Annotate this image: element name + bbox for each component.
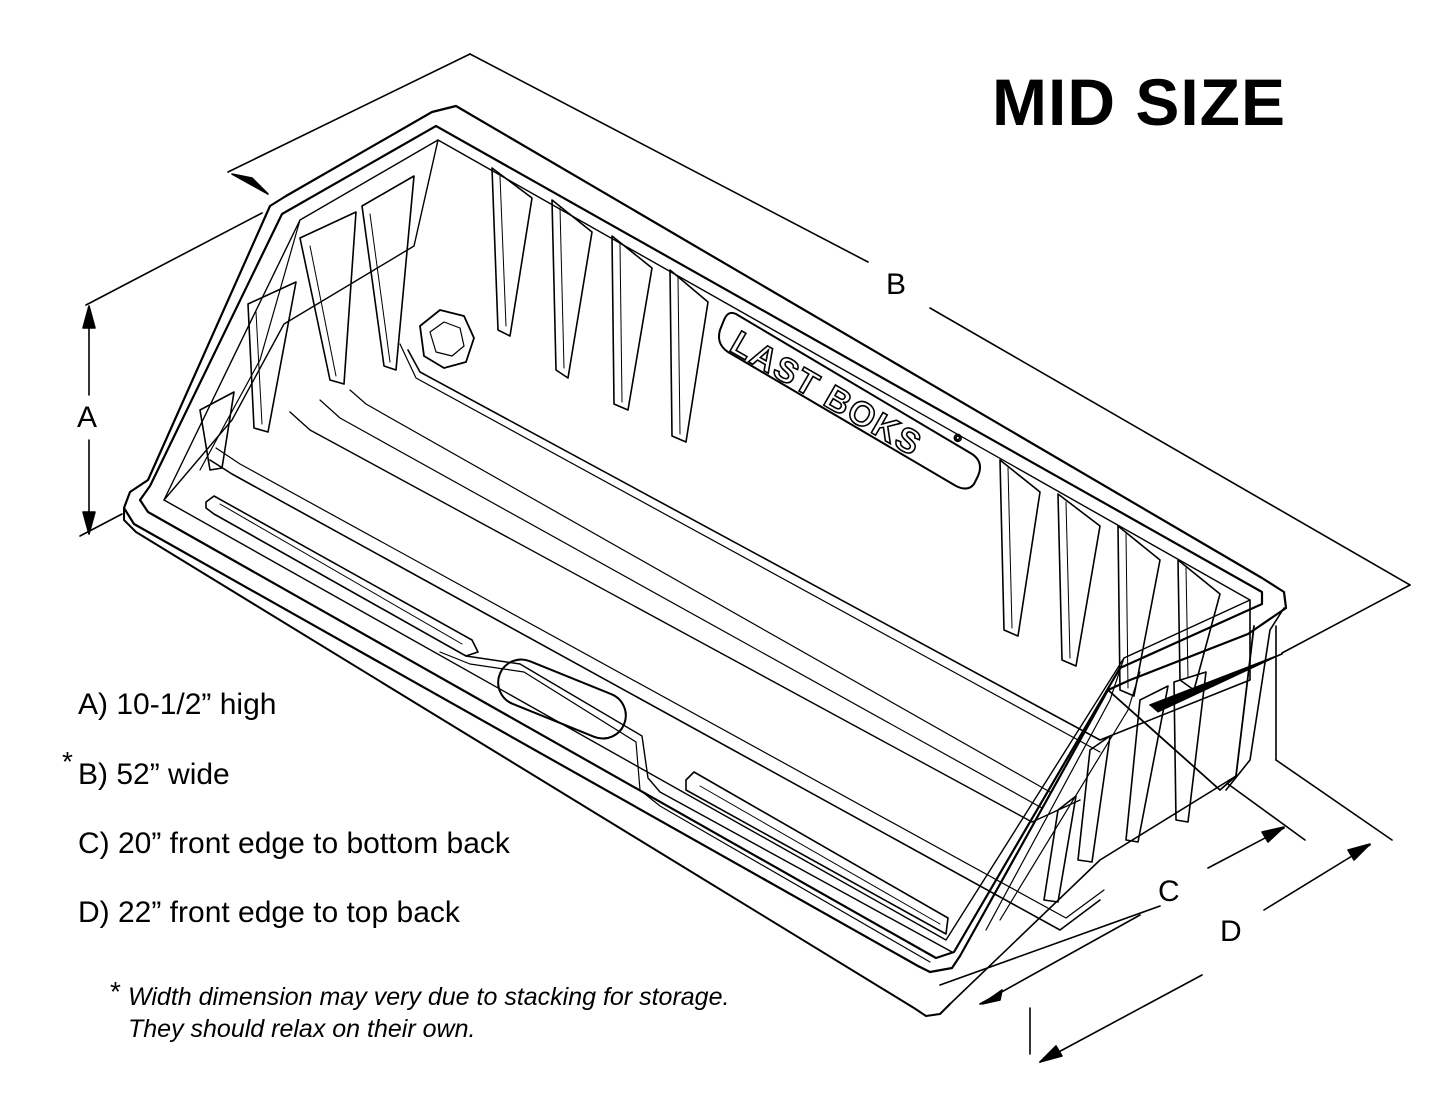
dimension-label-d: D [1220,915,1242,948]
page-title: MID SIZE [992,65,1287,139]
right-wall-ribs [1043,671,1207,903]
logo-plate [718,311,981,490]
dimension-a [79,212,263,537]
dimension-c [939,783,1306,1005]
dimension-label-c: C [1158,875,1180,908]
spec-width-asterisk: * [62,746,73,777]
footnote-line-2: They should relax on their own. [128,1015,476,1043]
dimension-d [1029,625,1393,1063]
spec-bottom-back: C) 20” front edge to bottom back [78,827,510,860]
footnote-asterisk: * [110,976,121,1007]
front-lip-details [205,495,953,963]
dimension-label-b: B [886,268,907,301]
spec-height: A) 10-1/2” high [78,688,277,721]
back-wall-ribs [491,167,1221,697]
box-shell [122,104,1288,1017]
left-wall-ribs [199,175,475,471]
spec-width: B) 52” wide [78,758,230,791]
dimension-label-a: A [77,401,98,434]
spec-top-back: D) 22” front edge to top back [78,896,460,929]
logo-mark: ° [946,429,968,456]
footnote-line-1: Width dimension may very due to stacking… [128,983,730,1011]
